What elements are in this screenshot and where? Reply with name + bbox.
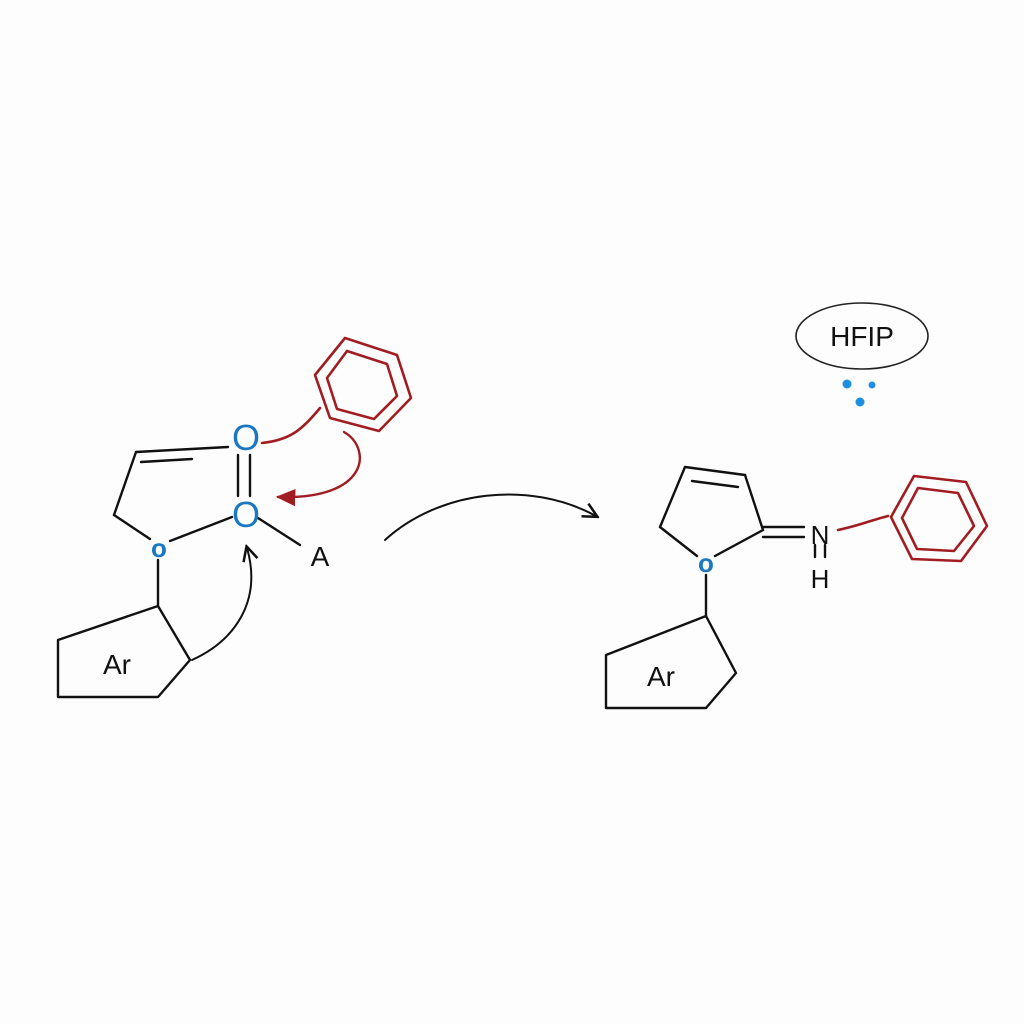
solvent-drop-icon — [855, 397, 865, 407]
curved-reaction-arrow — [384, 493, 596, 541]
reactant-aryl-label: Ar — [103, 649, 131, 680]
product-aryl-ring — [604, 614, 738, 710]
product-aryl-label: Ar — [647, 661, 675, 692]
reactant-ring-bonds — [112, 445, 302, 608]
ring-bond-bottom-right — [168, 515, 234, 543]
ring-bond-top-double — [690, 479, 740, 489]
nitrogen-label: N — [811, 520, 830, 550]
curved-electron-arrow-phenyl — [275, 430, 361, 507]
center-oxygen: O — [232, 494, 260, 535]
product-ring-bonds — [658, 465, 827, 618]
ring-bond-top — [134, 445, 230, 454]
solvent-bubble — [795, 302, 929, 370]
ring-oxygen: o — [151, 533, 167, 563]
leaving-group-label: A — [311, 541, 330, 572]
reactant-structure: O O o A Ar — [56, 336, 413, 699]
product-structure: o N H Ar — [604, 465, 989, 710]
reactant-aryl-ring — [56, 604, 192, 699]
solvent-label: HFIP — [830, 321, 894, 352]
ring-bond-bottom-left — [112, 513, 152, 541]
carbonyl-oxygen: O — [232, 417, 260, 458]
product-phenyl-ring — [889, 474, 989, 563]
bond-to-leaving-group — [256, 516, 302, 547]
solvent-group: HFIP — [795, 302, 929, 407]
product-ring-oxygen: o — [698, 548, 714, 578]
ring-bond-top-double — [139, 457, 194, 464]
ring-bond-top — [683, 465, 747, 477]
solvent-drop-icon — [842, 379, 852, 389]
reactant-phenyl-ring — [313, 336, 413, 433]
red-bond-to-phenyl — [836, 514, 890, 532]
ring-bond-left — [112, 450, 138, 517]
red-bond-to-phenyl — [260, 406, 322, 445]
solvent-drop-icon — [868, 381, 876, 389]
ring-bond-bottom-left — [658, 525, 699, 558]
curved-electron-arrow-aryl — [191, 548, 251, 661]
ring-bond-right — [743, 473, 765, 532]
ring-bond-bottom-right — [713, 528, 765, 558]
hydrogen-label: H — [811, 564, 830, 594]
ring-bond-left — [658, 465, 687, 529]
